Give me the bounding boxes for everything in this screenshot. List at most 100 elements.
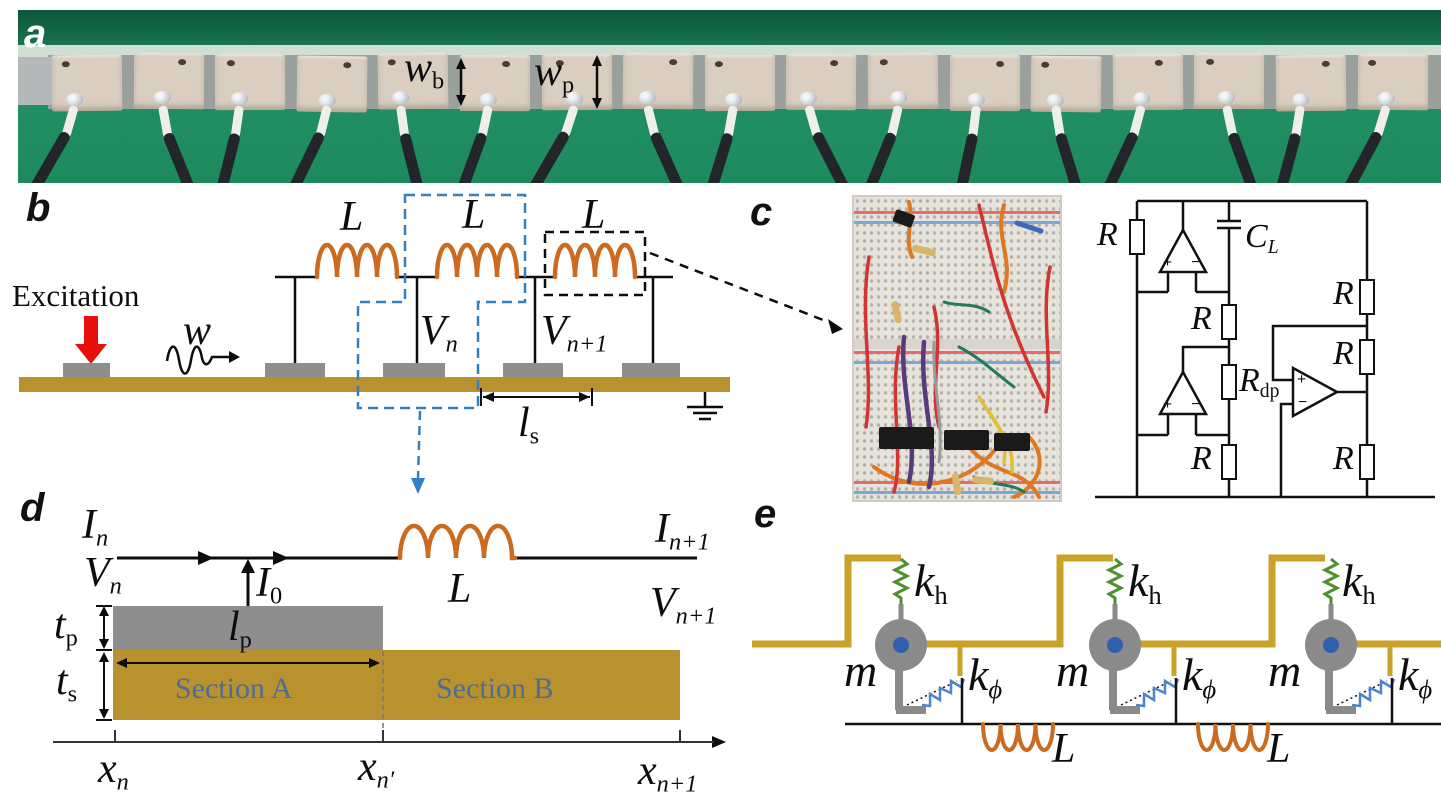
wave-arrowhead [229, 351, 240, 363]
patch-hole [830, 60, 839, 67]
patch-hole [343, 62, 352, 69]
callout-arrowhead [828, 319, 843, 334]
opamp2-feedback [1181, 345, 1229, 372]
resistor-box [1359, 279, 1375, 315]
arrowhead [579, 392, 590, 402]
resistor [912, 244, 936, 257]
black-wire [702, 131, 734, 183]
vn-label: Vn [420, 308, 458, 358]
piezo-patch [51, 54, 123, 112]
inductor-label: L [448, 566, 472, 612]
patch-hole [669, 59, 678, 66]
electrode-leads [275, 275, 723, 421]
in1-label: In+1 [655, 506, 710, 556]
beam-acrylic-strip [18, 45, 1441, 57]
axis-arrowhead [712, 736, 726, 748]
wire-group [952, 105, 982, 183]
ls-label: ls [518, 400, 540, 450]
opamp-plus: + [1297, 371, 1307, 388]
piezo-patch [1275, 54, 1347, 112]
panel-e-inductors [981, 722, 1270, 752]
opamp-plus: + [1163, 254, 1173, 271]
solder-joint [479, 92, 497, 107]
black-wire [453, 131, 488, 183]
patch-hole [1041, 61, 1050, 68]
w-label: w [183, 308, 212, 354]
beam [19, 377, 730, 392]
resistor [951, 473, 962, 496]
panel-d-wires [117, 556, 697, 606]
solder-joint [153, 90, 171, 105]
wire-group [453, 105, 494, 183]
inductor-coil [552, 242, 638, 280]
patch-hole [995, 61, 1004, 68]
solder-joint [1292, 93, 1310, 107]
bare-beam-end [18, 57, 54, 105]
r-label: R [1333, 440, 1354, 477]
vn1-label: Vn+1 [541, 308, 608, 358]
wire-group [860, 104, 904, 183]
breadboard-ics [879, 209, 1030, 451]
jumper-wire [942, 300, 991, 314]
current-arrowhead [198, 551, 214, 565]
vn-label: Vn [84, 550, 122, 600]
arrowhead [99, 606, 109, 616]
wire-group [284, 104, 333, 183]
solder-joint [231, 92, 249, 106]
wire-sleeve [157, 105, 199, 183]
wire-group [213, 105, 245, 183]
panel-label-e: e [754, 492, 777, 536]
opamp-minus: − [1191, 254, 1201, 271]
solder-joint [800, 91, 818, 105]
black-wire [1227, 131, 1262, 183]
mass-label: m [1268, 645, 1302, 696]
wire-group [1340, 104, 1392, 183]
inductor-coil [1196, 722, 1270, 752]
ic-chip [944, 430, 989, 450]
piezo-patch [1030, 55, 1102, 113]
black-wire [213, 132, 242, 183]
r-label: R [1333, 335, 1354, 372]
jumper-wire [957, 345, 1016, 389]
piezo-patch [622, 363, 680, 377]
i0-arrowhead [241, 559, 255, 573]
wire-group [157, 105, 199, 183]
arrowhead [483, 392, 494, 402]
piezo-patch [215, 53, 286, 111]
r-label: R [1097, 216, 1118, 253]
piezo-patch [949, 54, 1020, 112]
black-wire [860, 131, 898, 183]
arrowhead [99, 639, 109, 649]
jumper-wire [863, 255, 871, 429]
piezo-patch [622, 52, 694, 110]
panel-label-a: a [24, 12, 47, 56]
tp-label: tp [54, 602, 78, 652]
piezo-patch [704, 54, 775, 112]
wire-group [396, 105, 428, 183]
piezo-patch [133, 52, 204, 110]
resistor-box [1221, 364, 1237, 400]
excitation-arrow [75, 316, 107, 364]
black-wire [284, 130, 326, 183]
inductor-label: L [340, 194, 364, 240]
resistor-box [1221, 444, 1237, 480]
breadboard-resistors [891, 244, 994, 496]
frame-gold-lines [752, 554, 1441, 648]
panel-label-d: d [20, 486, 45, 530]
solder-joint [890, 90, 908, 105]
arrowhead [116, 658, 127, 668]
inductor-label: L [1052, 726, 1076, 772]
i0-label: I0 [256, 560, 283, 610]
black-wire [525, 129, 571, 183]
resistor-box [1359, 444, 1375, 480]
inductors [314, 242, 638, 280]
r-label: R [1191, 300, 1212, 337]
jumper-wire [906, 200, 914, 259]
photo-panel-a [18, 10, 1441, 183]
jumper-wire [1012, 435, 1042, 499]
lp-label: lp [228, 604, 252, 654]
rdp-label: Rdp [1239, 362, 1280, 402]
piezo-patch [503, 363, 563, 377]
inductor-label: L [582, 192, 606, 238]
